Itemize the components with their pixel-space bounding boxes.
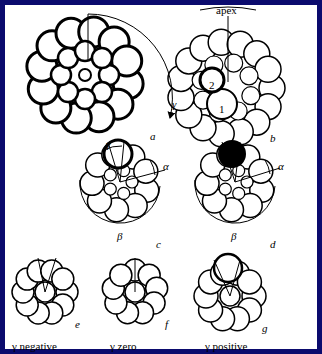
chamber (104, 140, 132, 168)
panel-letter: b (270, 133, 276, 144)
beta-arc (195, 180, 275, 223)
axis-line (228, 16, 229, 82)
angle-symbol: α (163, 161, 169, 172)
axis-line (230, 260, 240, 296)
chamber (233, 187, 245, 199)
chamber (207, 89, 237, 119)
chamber (104, 169, 116, 181)
chamber (242, 87, 260, 105)
axis-line (135, 258, 136, 292)
axis-line (120, 170, 165, 182)
angle-symbol: α (278, 161, 284, 172)
chamber (225, 54, 243, 72)
alpha-arc (265, 160, 270, 174)
panel-letter: a (150, 131, 156, 142)
chamber (219, 183, 231, 195)
chamber (79, 69, 91, 81)
chamber (104, 183, 116, 195)
chamber (200, 68, 224, 92)
gamma-caption: γ zero (110, 341, 137, 352)
axis-line (214, 260, 230, 296)
angle-symbol: β (117, 231, 122, 242)
chamber (118, 187, 130, 199)
chamber-number: 2 (209, 80, 215, 91)
panel-letter: f (165, 319, 168, 330)
axis-line (38, 258, 45, 292)
angle-symbol: γ (222, 139, 226, 150)
chamber (255, 56, 281, 82)
gamma-arc (218, 146, 238, 150)
axis-line (88, 14, 89, 60)
panel-letter: c (156, 239, 161, 250)
chamber-number: 1 (219, 104, 225, 115)
panel-letter: e (75, 319, 80, 330)
axis-line (235, 168, 280, 182)
panel-letter: g (262, 323, 268, 334)
beta-arc (80, 180, 160, 223)
gamma-caption: γ negative (12, 341, 57, 352)
panel-letter: d (270, 239, 276, 250)
chamber (240, 67, 258, 85)
chamber (110, 264, 132, 286)
chamber (52, 268, 74, 290)
apex-label: apex (216, 5, 237, 16)
axis-line (45, 258, 56, 292)
chamber (92, 48, 112, 68)
angle-symbol: γ (172, 99, 176, 110)
axis-line (235, 142, 240, 182)
angle-symbol: γ (106, 139, 110, 150)
alpha-arc (150, 160, 155, 175)
gamma-caption: γ positive (205, 341, 247, 352)
angle-symbol: β (231, 231, 236, 242)
gamma-arc (88, 14, 172, 118)
chamber (219, 169, 231, 181)
axis-line (120, 142, 124, 182)
